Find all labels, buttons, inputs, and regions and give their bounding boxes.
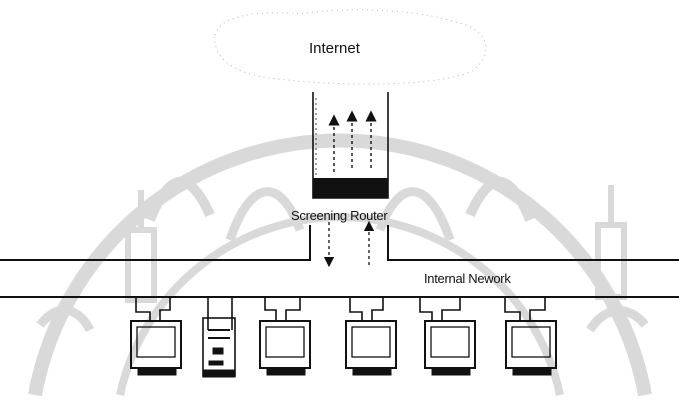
monitor-icon xyxy=(505,320,557,376)
seal-watermark xyxy=(28,133,652,397)
monitor-icon xyxy=(259,320,311,376)
outbound-arrows xyxy=(328,110,377,172)
drop-lines xyxy=(135,297,546,330)
monitor-icon xyxy=(345,320,397,376)
router-traffic-arrows xyxy=(323,220,375,268)
internet-label: Internet xyxy=(309,40,360,57)
screening-router-icon xyxy=(312,92,389,199)
network-backbone xyxy=(0,225,679,298)
monitor-icon xyxy=(424,320,476,376)
router-label: Screening Router xyxy=(291,208,388,223)
network-label: Internal Nework xyxy=(424,271,511,286)
monitor-icon xyxy=(130,320,182,376)
tower-server-icon xyxy=(202,317,236,378)
workstations xyxy=(130,320,557,376)
